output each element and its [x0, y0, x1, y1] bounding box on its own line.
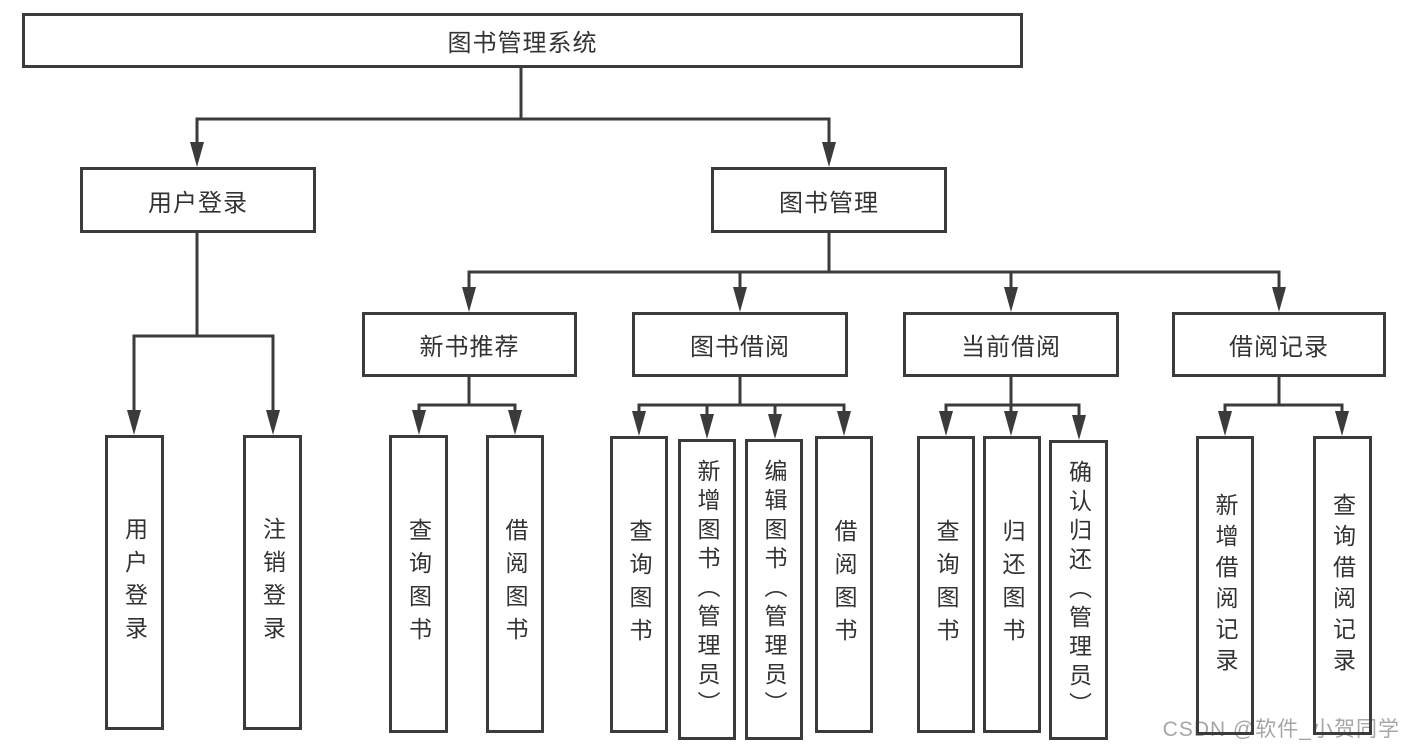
connector-arrowhead — [733, 287, 747, 312]
connector-arrowhead — [412, 410, 426, 435]
node-new-book-recommend: 新书推荐 — [362, 312, 577, 377]
connector-arrowhead — [939, 411, 953, 436]
leaf-label: 查询图书 — [626, 518, 652, 651]
leaf-label: 查询借阅记录 — [1329, 492, 1356, 679]
connector-arrowhead — [508, 410, 522, 435]
node-edit-book-admin: 编辑图书（管理员） — [745, 439, 803, 740]
node-book-mgmt: 图书管理 — [711, 167, 947, 233]
leaf-label: 编辑图书（管理员） — [761, 459, 787, 720]
leaf-label: 借阅图书 — [502, 518, 528, 650]
leaf-label: 注销登录 — [259, 516, 286, 649]
watermark: CSDN @软件_小贺同学 — [1162, 718, 1400, 741]
node-root-label: 图书管理系统 — [447, 30, 598, 57]
connector-arrowhead — [700, 414, 714, 439]
connector-arrowhead — [768, 414, 782, 439]
connector-arrowhead — [190, 142, 204, 167]
connector-arrowhead — [1072, 415, 1086, 440]
node-add-borrow-record: 新增借阅记录 — [1196, 436, 1254, 735]
leaf-label: 借阅图书 — [831, 518, 857, 651]
node-user-login: 用户登录 — [80, 167, 316, 233]
leaf-label: 新增图书（管理员） — [694, 459, 720, 720]
connector-arrowhead — [632, 411, 646, 436]
node-current-borrow-label: 当前借阅 — [961, 334, 1061, 361]
node-book-borrow: 图书借阅 — [632, 312, 848, 377]
node-new-book-recommend-label: 新书推荐 — [419, 334, 520, 361]
connector-arrowhead — [127, 410, 141, 435]
node-user-login-action: 用户登录 — [105, 435, 164, 730]
leaf-label: 归还图书 — [999, 518, 1025, 651]
leaf-label: 查询图书 — [405, 518, 432, 650]
node-borrow-book-recommend: 借阅图书 — [486, 435, 544, 733]
leaf-label: 确认归还（管理员） — [1065, 459, 1092, 721]
connector-arrowhead — [1004, 411, 1018, 436]
node-query-book-current: 查询图书 — [917, 436, 975, 733]
connector-arrowhead — [1272, 287, 1286, 312]
node-borrow-record: 借阅记录 — [1172, 312, 1386, 377]
node-query-borrow-record: 查询借阅记录 — [1313, 436, 1372, 735]
node-book-mgmt-label: 图书管理 — [779, 189, 879, 217]
node-add-book-admin: 新增图书（管理员） — [678, 439, 736, 740]
connector-arrowhead — [462, 287, 476, 312]
leaf-label: 查询图书 — [933, 518, 959, 651]
connector-arrowhead — [1335, 411, 1349, 436]
node-return-book: 归还图书 — [983, 436, 1041, 733]
node-logout-action: 注销登录 — [243, 435, 302, 730]
connector-arrowhead — [822, 142, 836, 167]
leaf-label: 新增借阅记录 — [1212, 492, 1238, 679]
node-query-book-recommend: 查询图书 — [389, 435, 448, 733]
connector-arrowhead — [1004, 287, 1018, 312]
node-confirm-return-admin: 确认归还（管理员） — [1049, 440, 1108, 740]
node-root: 图书管理系统 — [22, 13, 1023, 68]
node-borrow-book: 借阅图书 — [815, 436, 873, 733]
connector-arrowhead — [266, 410, 280, 435]
leaf-label: 用户登录 — [121, 516, 148, 649]
connector-arrowhead — [837, 411, 851, 436]
node-user-login-label: 用户登录 — [148, 189, 248, 217]
node-current-borrow: 当前借阅 — [903, 312, 1119, 377]
node-borrow-record-label: 借阅记录 — [1229, 334, 1329, 361]
connector-arrowhead — [1218, 411, 1232, 436]
node-query-book-borrow: 查询图书 — [610, 436, 668, 733]
node-book-borrow-label: 图书借阅 — [690, 334, 790, 361]
